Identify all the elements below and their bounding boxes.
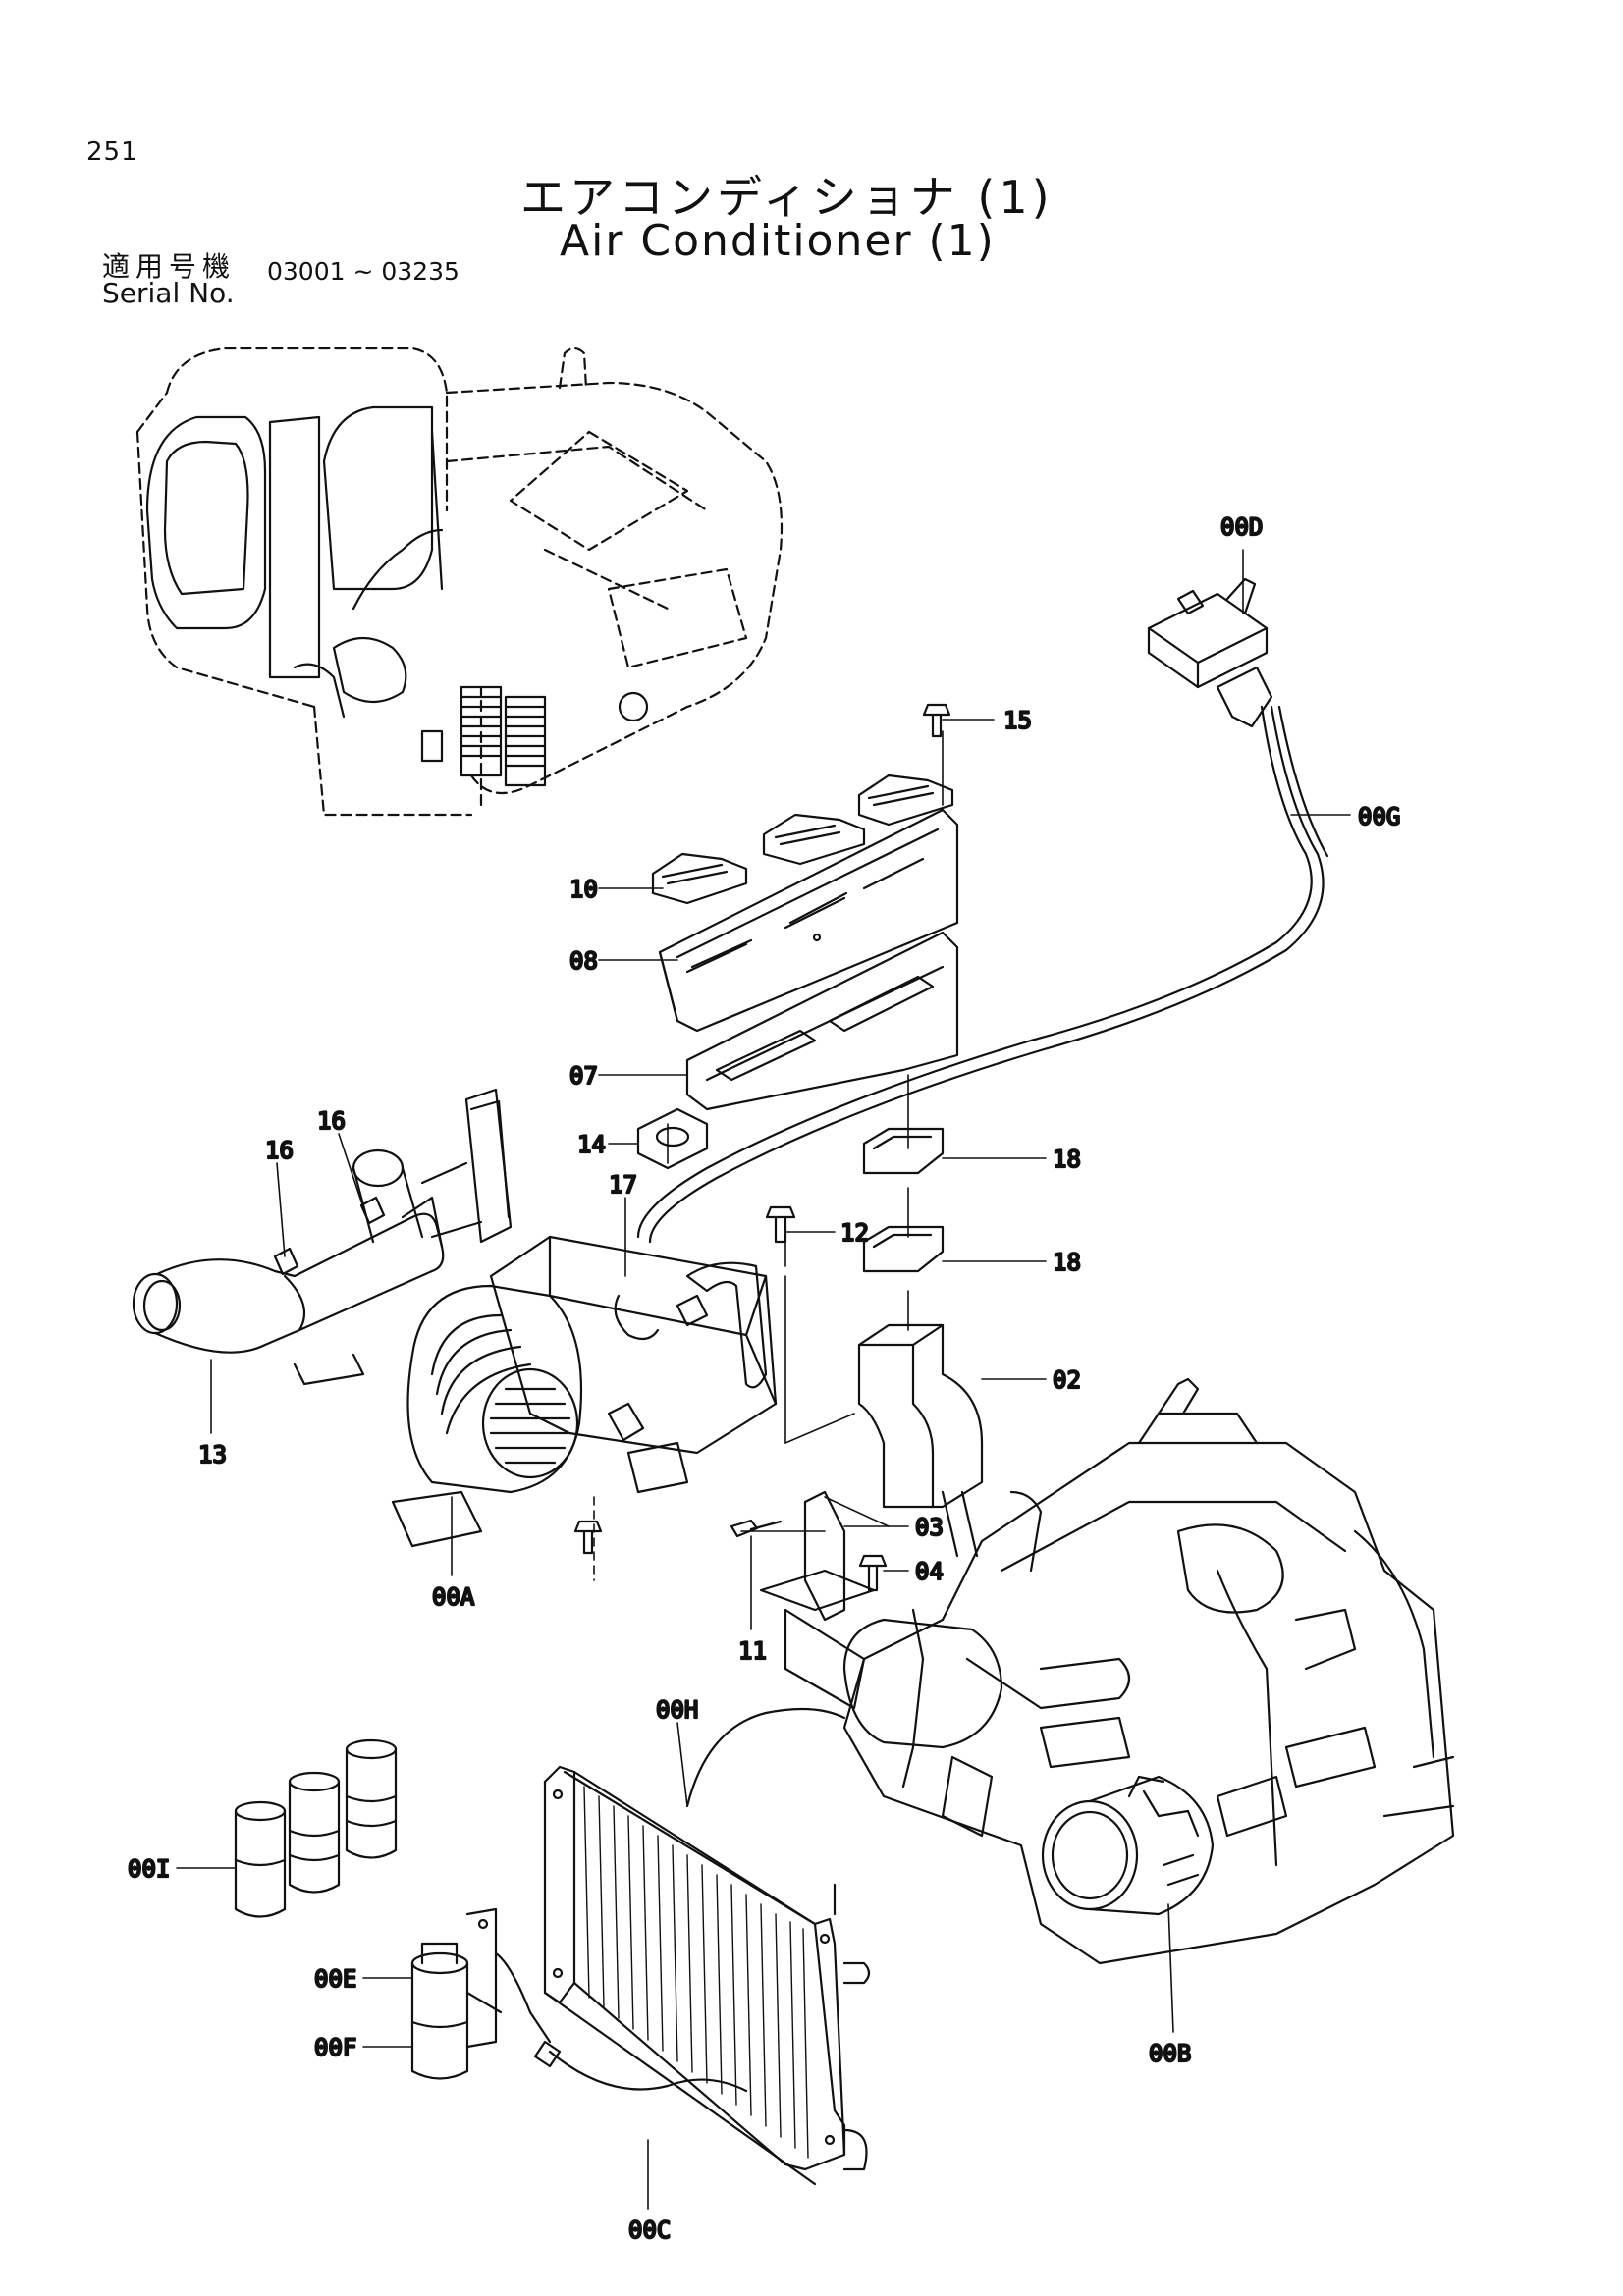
callout-18-upper: 18 bbox=[1053, 1146, 1081, 1173]
vent-louver-group bbox=[651, 774, 954, 905]
callout-00A: 00A bbox=[432, 1583, 475, 1611]
callout-00H: 00H bbox=[656, 1696, 698, 1724]
callout-00B: 00B bbox=[1149, 2040, 1191, 2067]
callout-00G: 00G bbox=[1358, 803, 1400, 830]
callout-17: 17 bbox=[609, 1171, 637, 1199]
callout-00E: 00E bbox=[314, 1965, 356, 1993]
screw-part-15 bbox=[922, 703, 951, 738]
rubber-seal-lower bbox=[862, 1225, 945, 1273]
duct-lower bbox=[685, 931, 959, 1111]
serial-label-japanese: 適用号機 bbox=[102, 250, 237, 283]
wiring-harness bbox=[636, 705, 1329, 1244]
callout-12: 12 bbox=[840, 1219, 869, 1247]
callout-04: 04 bbox=[915, 1558, 944, 1585]
screw-part-blower bbox=[573, 1520, 603, 1555]
excavator-cab-outline bbox=[145, 405, 444, 679]
callout-00F: 00F bbox=[314, 2034, 356, 2061]
callout-07: 07 bbox=[569, 1062, 598, 1090]
duct-upper bbox=[658, 808, 959, 1033]
callout-00I: 00I bbox=[128, 1855, 170, 1883]
ac-blower-unit bbox=[391, 1235, 778, 1548]
grommet bbox=[636, 1107, 709, 1170]
condenser-fins bbox=[583, 1786, 809, 2159]
ac-compressor bbox=[1041, 1775, 1215, 1916]
duct-elbow bbox=[857, 1323, 984, 1509]
assembly-guide-lines bbox=[593, 730, 944, 1581]
callout-14: 14 bbox=[577, 1131, 606, 1158]
callout-15: 15 bbox=[1003, 707, 1032, 734]
screw-part-11 bbox=[730, 1519, 783, 1538]
page-number: 251 bbox=[86, 137, 138, 167]
callout-00D: 00D bbox=[1220, 513, 1263, 541]
title-english: Air Conditioner (1) bbox=[560, 216, 996, 266]
receiver-tank bbox=[410, 1907, 562, 2080]
callout-00C: 00C bbox=[628, 2216, 671, 2244]
engine-outline bbox=[784, 1377, 1455, 1965]
title-japanese: エアコンディショナ (1) bbox=[520, 171, 1054, 224]
excavator-detail-components bbox=[293, 528, 649, 787]
screw-part-12 bbox=[765, 1205, 796, 1244]
serial-range: 03001 ~ 03235 bbox=[267, 257, 460, 286]
callout-10: 10 bbox=[569, 876, 598, 903]
receiver-dryer-cans bbox=[234, 1738, 398, 1918]
air-hose-assembly bbox=[132, 1088, 513, 1386]
rubber-seal-upper bbox=[862, 1127, 945, 1175]
callout-18-lower: 18 bbox=[1053, 1249, 1081, 1276]
callout-16-upper: 16 bbox=[317, 1107, 346, 1135]
callout-08: 08 bbox=[569, 947, 598, 975]
screw-part-04 bbox=[858, 1554, 888, 1592]
callout-03: 03 bbox=[915, 1514, 944, 1541]
ac-control-switch bbox=[1147, 577, 1273, 728]
callout-02: 02 bbox=[1053, 1366, 1081, 1394]
callout-leader-lines bbox=[176, 549, 1351, 2210]
serial-label-english: Serial No. bbox=[102, 277, 235, 309]
callout-13: 13 bbox=[198, 1441, 227, 1468]
callout-11: 11 bbox=[738, 1637, 767, 1665]
condenser bbox=[543, 1765, 871, 2186]
callout-16-lower: 16 bbox=[265, 1137, 294, 1164]
refrigerant-hose bbox=[548, 1707, 846, 2093]
callout-labels: 15 00D 00G 10 08 07 14 18 16 16 17 12 18… bbox=[127, 512, 1402, 2245]
excavator-body-outline bbox=[135, 347, 784, 817]
